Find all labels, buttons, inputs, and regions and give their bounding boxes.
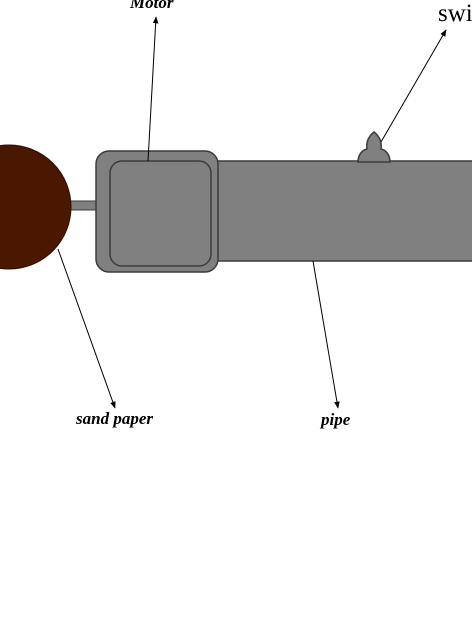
switch-label: switc	[438, 0, 472, 27]
switch-callout-arrow	[380, 29, 447, 143]
motor-label: Motor	[129, 0, 174, 12]
motor-callout-arrow	[147, 16, 159, 162]
pipe-label: pipe	[319, 410, 351, 429]
sand-paper-disc	[0, 144, 72, 270]
pipe-body	[204, 160, 472, 262]
pipe-callout-arrow	[312, 260, 340, 409]
sand-paper-callout-arrow	[57, 248, 116, 409]
switch-knob	[357, 131, 391, 163]
sand-paper-label: sand paper	[75, 409, 153, 428]
motor-inner-panel	[109, 160, 212, 267]
